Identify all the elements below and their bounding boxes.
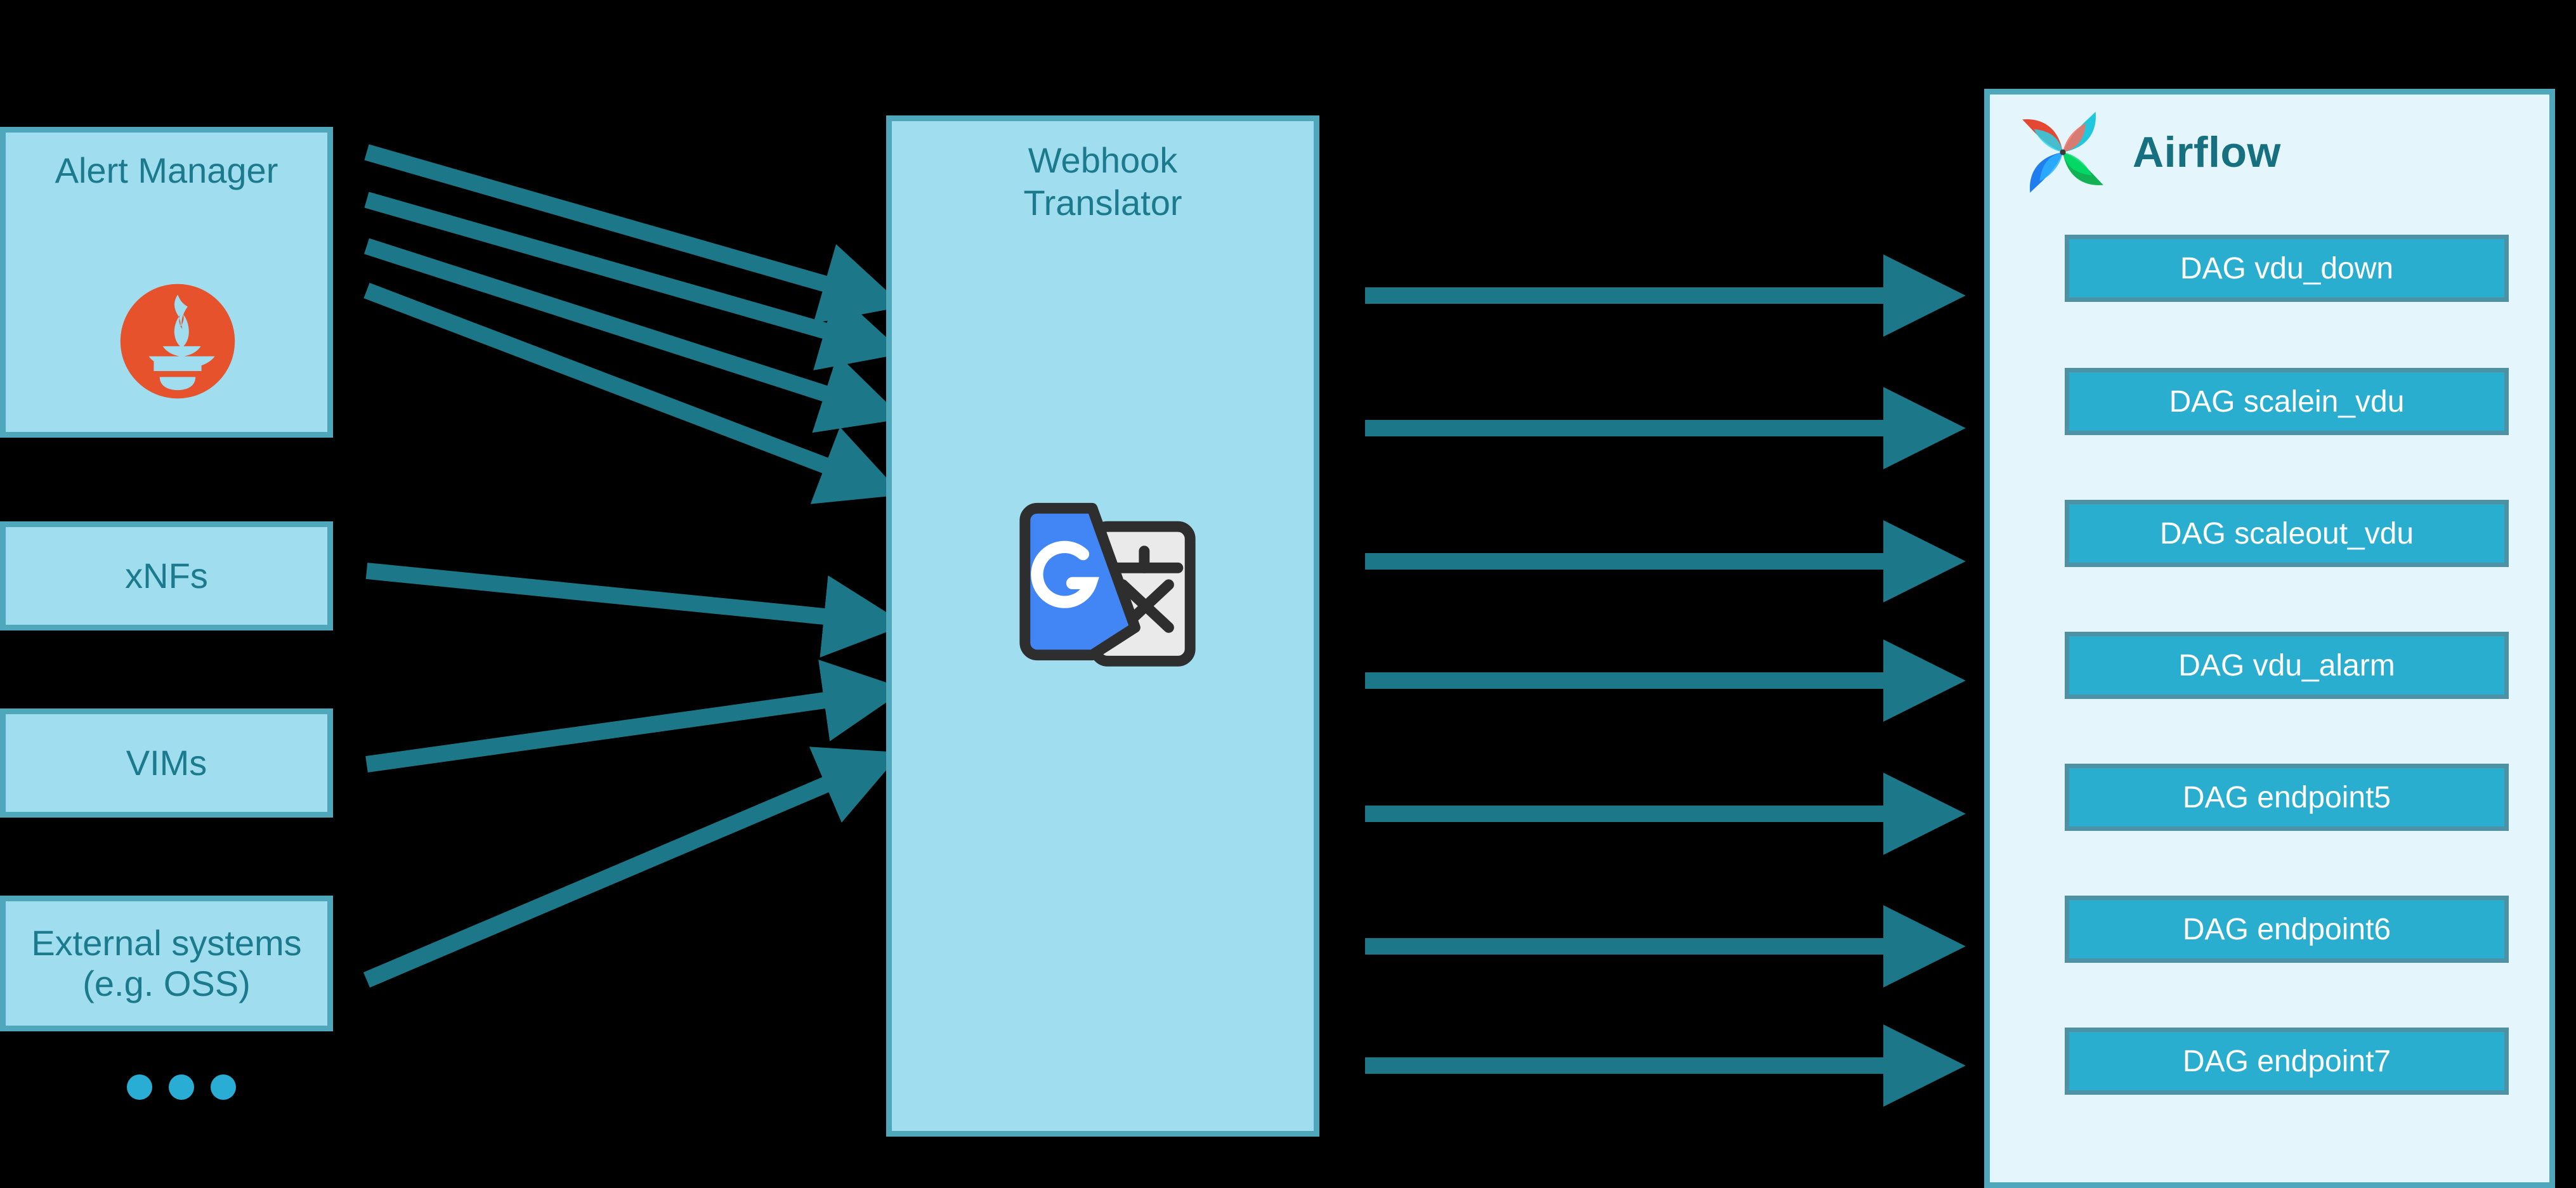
ellipsis-dot-2 bbox=[169, 1074, 194, 1100]
google-translate-icon bbox=[1019, 502, 1196, 667]
airflow-title: Airflow bbox=[2133, 128, 2281, 176]
arrow-alertmanager-3 bbox=[364, 238, 904, 433]
dag-box-scalein-vdu[interactable]: DAG scalein_vdu bbox=[2065, 368, 2509, 435]
arrow-alertmanager-1 bbox=[364, 144, 904, 323]
ellipsis-dot-1 bbox=[127, 1074, 152, 1100]
more-sources-ellipsis bbox=[127, 1074, 236, 1100]
arrow-xnfs bbox=[365, 563, 906, 658]
dag-box-vdu-alarm[interactable]: DAG vdu_alarm bbox=[2065, 632, 2509, 699]
prometheus-logo-icon bbox=[120, 284, 235, 399]
external-systems-label: External systems (e.g. OSS) bbox=[31, 923, 302, 1003]
dag-box-scaleout-vdu[interactable]: DAG scaleout_vdu bbox=[2065, 500, 2509, 567]
arrow-vims bbox=[365, 659, 906, 773]
dag-box-endpoint5[interactable]: DAG endpoint5 bbox=[2065, 764, 2509, 831]
source-box-alert-manager[interactable]: Alert Manager bbox=[0, 127, 333, 438]
ellipsis-dot-3 bbox=[211, 1074, 236, 1100]
dag-box-endpoint7[interactable]: DAG endpoint7 bbox=[2065, 1028, 2509, 1095]
airflow-pinwheel-logo-icon bbox=[2022, 112, 2103, 193]
source-box-xnfs[interactable]: xNFs bbox=[0, 521, 333, 630]
arrow-external bbox=[363, 747, 901, 988]
dag-box-vdu-down[interactable]: DAG vdu_down bbox=[2065, 235, 2509, 302]
xnfs-label: xNFs bbox=[125, 556, 208, 596]
arrow-alertmanager-2 bbox=[364, 192, 904, 370]
airflow-header: Airflow bbox=[2015, 101, 2535, 203]
source-box-vims[interactable]: VIMs bbox=[0, 708, 333, 818]
vims-label: VIMs bbox=[126, 743, 207, 783]
arrow-alertmanager-4 bbox=[363, 282, 903, 504]
dag-box-endpoint6[interactable]: DAG endpoint6 bbox=[2065, 896, 2509, 963]
webhook-translator-title: Webhook Translator bbox=[1023, 140, 1182, 223]
alert-manager-label: Alert Manager bbox=[55, 150, 278, 190]
source-box-external-systems[interactable]: External systems (e.g. OSS) bbox=[0, 896, 333, 1031]
